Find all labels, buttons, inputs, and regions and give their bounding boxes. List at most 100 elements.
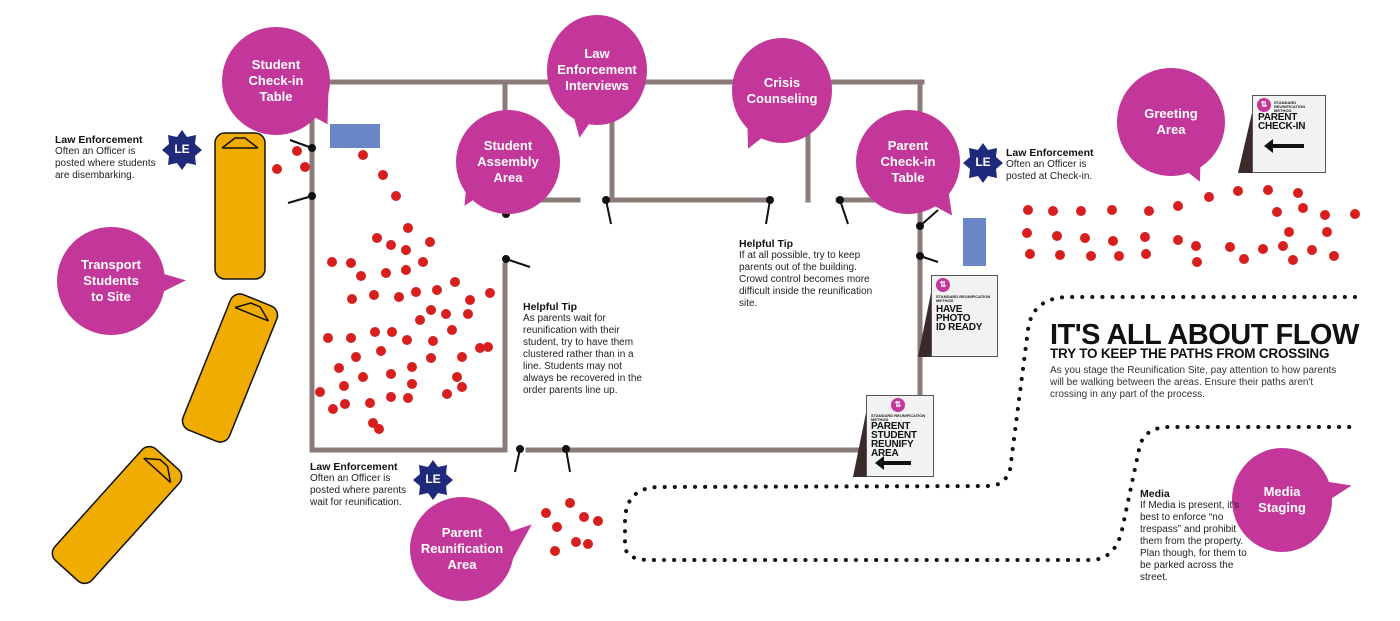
flow-title: IT'S ALL ABOUT FLOW	[1050, 319, 1359, 351]
sign-small-text: STANDARD REUNIFICATION METHOD	[871, 413, 926, 422]
student-assembly-bubble: Student Assembly Area	[456, 110, 560, 214]
person-dot	[426, 305, 436, 315]
crowd-dots	[272, 146, 1360, 556]
person-dot	[465, 295, 475, 305]
le-checkin-note: Law Enforcement Often an Officer is post…	[1006, 147, 1111, 183]
crisis-counseling-bubble: Crisis Counseling	[732, 38, 832, 143]
person-dot	[1140, 232, 1150, 242]
person-dot	[1293, 188, 1303, 198]
photo-id-sign: ⇅ STANDARD REUNIFICATION METHOD HAVE PHO…	[918, 275, 998, 357]
person-dot	[1350, 209, 1360, 219]
star-badge-icon	[963, 143, 1003, 183]
person-dot	[401, 245, 411, 255]
person-dot	[346, 333, 356, 343]
person-dot	[485, 288, 495, 298]
person-dot	[457, 352, 467, 362]
bus-3	[51, 445, 183, 585]
person-dot	[483, 342, 493, 352]
person-dot	[565, 498, 575, 508]
transport-students-bubble: Transport Students to Site	[57, 227, 165, 335]
person-dot	[432, 285, 442, 295]
flow-body: As you stage the Reunification Site, pay…	[1050, 365, 1337, 400]
person-dot	[369, 290, 379, 300]
note-title: Law Enforcement	[55, 134, 143, 146]
person-dot	[1080, 233, 1090, 243]
person-dot	[328, 404, 338, 414]
person-dot	[370, 327, 380, 337]
left-arrow-icon	[1264, 139, 1304, 153]
person-dot	[1204, 192, 1214, 202]
greeting-area-bubble: Greeting Area	[1117, 68, 1225, 176]
person-dot	[327, 257, 337, 267]
bubble-label: Student Assembly Area	[477, 138, 539, 185]
bus-1	[214, 132, 266, 280]
person-dot	[1173, 201, 1183, 211]
person-dot	[1192, 257, 1202, 267]
note-title: Law Enforcement	[1006, 147, 1094, 159]
badge-label: LE	[975, 155, 991, 169]
note-body: Often an Officer is posted where student…	[55, 146, 156, 181]
person-dot	[426, 353, 436, 363]
person-dot	[339, 381, 349, 391]
parent-checkin-sign: ⇅ STANDARD REUNIFICATION METHOD PARENT C…	[1238, 95, 1326, 173]
bubble-label: Parent Reunification Area	[420, 525, 504, 572]
person-dot	[381, 268, 391, 278]
person-dot	[1329, 251, 1339, 261]
le-badge: LE	[413, 460, 453, 500]
person-dot	[292, 146, 302, 156]
badge-label: LE	[425, 472, 441, 486]
person-dot	[425, 237, 435, 247]
person-dot	[452, 372, 462, 382]
person-dot	[457, 382, 467, 392]
person-dot	[1173, 235, 1183, 245]
person-dot	[1114, 251, 1124, 261]
bubble-label: Greeting Area	[1144, 106, 1198, 137]
le-badge: LE	[963, 143, 1003, 183]
person-dot	[1107, 205, 1117, 215]
person-dot	[442, 389, 452, 399]
person-dot	[340, 399, 350, 409]
person-dot	[1225, 242, 1235, 252]
person-dot	[356, 271, 366, 281]
le-parents-note: Law Enforcement Often an Officer is post…	[310, 461, 420, 509]
le-bus-note: Law Enforcement Often an Officer is post…	[55, 134, 160, 182]
student-checkin-table	[330, 124, 380, 148]
person-dot	[358, 372, 368, 382]
left-arrow-icon	[875, 456, 911, 470]
person-dot	[1141, 249, 1151, 259]
student-checkin-bubble: Student Check-in Table	[222, 27, 330, 135]
media-staging-bubble: Media Staging	[1232, 448, 1332, 552]
person-dot	[1052, 231, 1062, 241]
parent-student-reunify-sign: ⇅ STANDARD REUNIFICATION METHOD PARENT S…	[853, 395, 935, 477]
person-dot	[583, 539, 593, 549]
sign-logo-icon: ⇅	[1257, 98, 1271, 112]
star-badge-icon	[162, 130, 202, 170]
person-dot	[1307, 245, 1317, 255]
person-dot	[403, 223, 413, 233]
person-dot	[418, 257, 428, 267]
bubble-label: Parent Check-in Table	[880, 138, 936, 185]
person-dot	[351, 352, 361, 362]
person-dot	[415, 315, 425, 325]
note-body: Often an Officer is posted where parents…	[310, 473, 407, 508]
note-body: If Media is present, it's best to enforc…	[1140, 500, 1247, 583]
person-dot	[1086, 251, 1096, 261]
person-dot	[1322, 227, 1332, 237]
person-dot	[1233, 186, 1243, 196]
person-dot	[1298, 203, 1308, 213]
sign-logo-icon: ⇅	[936, 278, 950, 292]
person-dot	[411, 287, 421, 297]
bubble-label: Student Check-in Table	[248, 57, 304, 104]
badge-label: LE	[174, 142, 190, 156]
person-dot	[407, 379, 417, 389]
person-dot	[372, 233, 382, 243]
person-dot	[1258, 244, 1268, 254]
flow-subtitle: TRY TO KEEP THE PATHS FROM CROSSING	[1050, 346, 1330, 361]
person-dot	[1023, 205, 1033, 215]
person-dot	[1239, 254, 1249, 264]
person-dot	[1025, 249, 1035, 259]
door-hinges	[308, 144, 924, 453]
person-dot	[386, 240, 396, 250]
law-enforcement-interviews-bubble: Law Enforcement Interviews	[547, 15, 647, 125]
sign-small-text: STANDARD REUNIFICATION METHOD	[936, 294, 991, 303]
